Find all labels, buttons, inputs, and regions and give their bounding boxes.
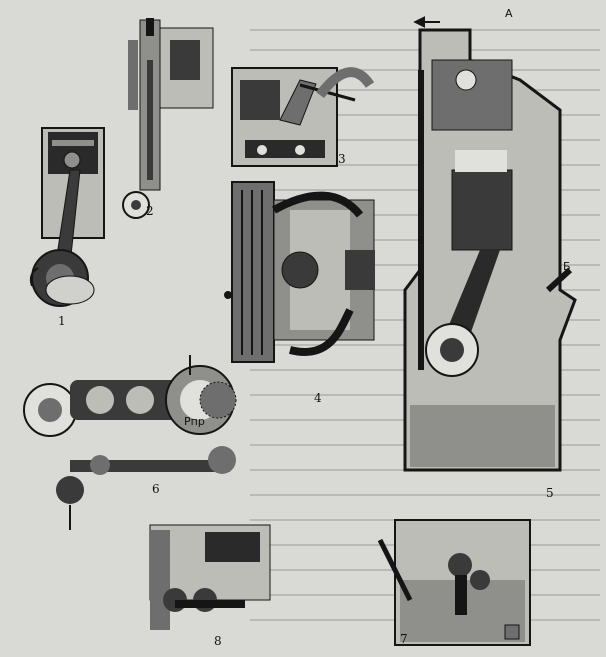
figure-7-oil-sump bbox=[377, 519, 531, 646]
label-pressure-p: Pпр bbox=[184, 415, 205, 428]
figure-6-crankshaft bbox=[23, 355, 237, 530]
label-figure-3: 3 bbox=[338, 152, 346, 166]
label-figure-2: 2 bbox=[146, 204, 154, 218]
figure-1-crank-mechanism bbox=[29, 127, 105, 307]
label-figure-5: 5 bbox=[546, 486, 554, 500]
figure-5-engine-cross-section bbox=[403, 16, 577, 472]
figure-2-oil-pump bbox=[122, 18, 214, 219]
label-figure-6: 6 bbox=[152, 482, 160, 496]
label-point-b: Б bbox=[563, 260, 571, 273]
label-figure-4: 4 bbox=[314, 391, 322, 405]
label-point-a: A bbox=[505, 7, 513, 20]
label-figure-1: 1 bbox=[58, 314, 66, 328]
figure-8-pump-assembly bbox=[149, 524, 271, 630]
figure-3-cylinder-head bbox=[231, 67, 375, 167]
figure-4-cooling-system bbox=[224, 181, 375, 363]
label-figure-7: 7 bbox=[400, 632, 408, 646]
label-figure-8: 8 bbox=[214, 634, 222, 648]
